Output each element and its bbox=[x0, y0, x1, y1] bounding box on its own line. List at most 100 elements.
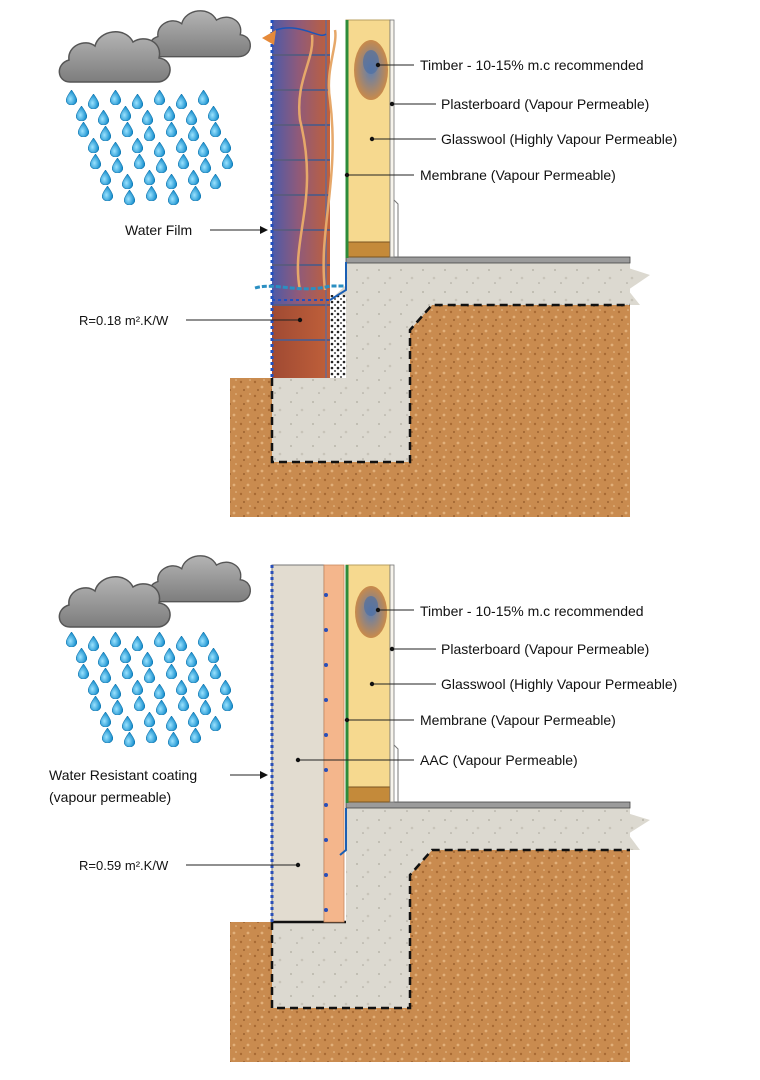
rain-drop-icon bbox=[164, 648, 175, 663]
top-labels: Timber - 10-15% m.c recommended Plasterb… bbox=[79, 57, 677, 328]
rain-drop-icon bbox=[220, 138, 231, 153]
rain-drop-icon bbox=[154, 684, 165, 699]
rain-drop-icon bbox=[100, 170, 111, 185]
rain-drop-icon bbox=[132, 94, 143, 109]
rain-drop-icon bbox=[176, 636, 187, 651]
rain-drop-icon bbox=[188, 126, 199, 141]
rain-drop-icon bbox=[124, 732, 135, 747]
floor-finish bbox=[345, 256, 631, 264]
rain-drop-icon bbox=[112, 158, 123, 173]
rain-drop-icon bbox=[188, 170, 199, 185]
membrane-label: Membrane (Vapour Permeable) bbox=[420, 712, 616, 728]
rain-drop-icon bbox=[120, 648, 131, 663]
moisture-blob-icon bbox=[355, 586, 387, 638]
rain-drop-icon bbox=[220, 680, 231, 695]
rain-drop-icon bbox=[122, 122, 133, 137]
rain-drop-icon bbox=[122, 174, 133, 189]
rain-drop-icon bbox=[222, 696, 233, 711]
strip-dots bbox=[324, 593, 328, 912]
rain-drop-icon bbox=[146, 186, 157, 201]
rain-drop-icon bbox=[88, 636, 99, 651]
slab-break bbox=[600, 808, 650, 850]
rain-drop-icon bbox=[156, 158, 167, 173]
r-value-label: R=0.59 m².K/W bbox=[79, 858, 169, 873]
rain-drop-icon bbox=[190, 186, 201, 201]
rain-drop-icon bbox=[166, 122, 177, 137]
rain-drop-icon bbox=[122, 716, 133, 731]
rain-drop-icon bbox=[132, 680, 143, 695]
rain-drops bbox=[66, 632, 233, 747]
insulation-strip bbox=[323, 564, 345, 923]
moisture-blob-icon bbox=[354, 40, 388, 100]
rain-drop-icon bbox=[132, 138, 143, 153]
rain-drop-icon bbox=[122, 664, 133, 679]
rain-drop-icon bbox=[222, 154, 233, 169]
rain-drop-icon bbox=[110, 632, 121, 647]
slab-break bbox=[600, 262, 650, 305]
rain-drop-icon bbox=[134, 154, 145, 169]
rain-drop-icon bbox=[90, 154, 101, 169]
footing-outline bbox=[270, 303, 630, 464]
rain-drop-icon bbox=[132, 636, 143, 651]
rain-drop-icon bbox=[208, 648, 219, 663]
footing-outline bbox=[270, 848, 630, 1010]
rain-drop-icon bbox=[198, 142, 209, 157]
rain-drop-icon bbox=[88, 94, 99, 109]
rain-drop-icon bbox=[120, 106, 131, 121]
glasswool-label: Glasswool (Highly Vapour Permeable) bbox=[441, 131, 677, 147]
rain-drop-icon bbox=[166, 716, 177, 731]
rain-drop-icon bbox=[176, 94, 187, 109]
rain-drop-icon bbox=[190, 728, 201, 743]
membrane-label: Membrane (Vapour Permeable) bbox=[420, 167, 616, 183]
rain-drop-icon bbox=[210, 664, 221, 679]
rain-drop-icon bbox=[166, 174, 177, 189]
water-film-label: Water Film bbox=[125, 222, 192, 238]
r-value-label: R=0.18 m².K/W bbox=[79, 313, 169, 328]
rain-drop-icon bbox=[142, 652, 153, 667]
rain-drop-icon bbox=[154, 142, 165, 157]
rain-drops bbox=[66, 90, 233, 205]
rain-drop-icon bbox=[100, 126, 111, 141]
rain-drop-icon bbox=[178, 696, 189, 711]
aac-block bbox=[271, 564, 325, 923]
rain-drop-icon bbox=[66, 632, 77, 647]
rain-drop-icon bbox=[144, 126, 155, 141]
rain-drop-icon bbox=[144, 712, 155, 727]
soil bbox=[230, 305, 630, 517]
gravel-fill bbox=[330, 295, 346, 378]
bottom-detail: Timber - 10-15% m.c recommended Plasterb… bbox=[49, 555, 677, 1062]
glasswool-label: Glasswool (Highly Vapour Permeable) bbox=[441, 676, 677, 692]
rain-drop-icon bbox=[168, 732, 179, 747]
rain-drop-icon bbox=[110, 90, 121, 105]
rain-drop-icon bbox=[112, 700, 123, 715]
rain-drop-icon bbox=[110, 684, 121, 699]
rain-drop-icon bbox=[98, 652, 109, 667]
rain-drop-icon bbox=[78, 664, 89, 679]
rain-drop-icon bbox=[102, 728, 113, 743]
rain-drop-icon bbox=[198, 90, 209, 105]
rain-drop-icon bbox=[146, 728, 157, 743]
rain-drop-icon bbox=[168, 190, 179, 205]
rain-drop-icon bbox=[198, 684, 209, 699]
rain-cloud-icon bbox=[58, 10, 252, 83]
timber-label: Timber - 10-15% m.c recommended bbox=[420, 603, 644, 619]
rain-drop-icon bbox=[134, 696, 145, 711]
rain-drop-icon bbox=[102, 186, 113, 201]
timber-plate bbox=[345, 241, 391, 258]
rain-drop-icon bbox=[176, 680, 187, 695]
floor-finish bbox=[345, 801, 631, 809]
rain-drop-icon bbox=[166, 664, 177, 679]
aac-label: AAC (Vapour Permeable) bbox=[420, 752, 578, 768]
rain-drop-icon bbox=[76, 648, 87, 663]
rain-drop-icon bbox=[88, 138, 99, 153]
rain-drop-icon bbox=[176, 138, 187, 153]
rain-drop-icon bbox=[200, 700, 211, 715]
rain-drop-icon bbox=[156, 700, 167, 715]
rain-drop-icon bbox=[200, 158, 211, 173]
rain-drop-icon bbox=[210, 122, 221, 137]
rain-drop-icon bbox=[178, 154, 189, 169]
timber-label: Timber - 10-15% m.c recommended bbox=[420, 57, 644, 73]
rain-drop-icon bbox=[66, 90, 77, 105]
coating-label-line1: Water Resistant coating bbox=[49, 767, 197, 783]
